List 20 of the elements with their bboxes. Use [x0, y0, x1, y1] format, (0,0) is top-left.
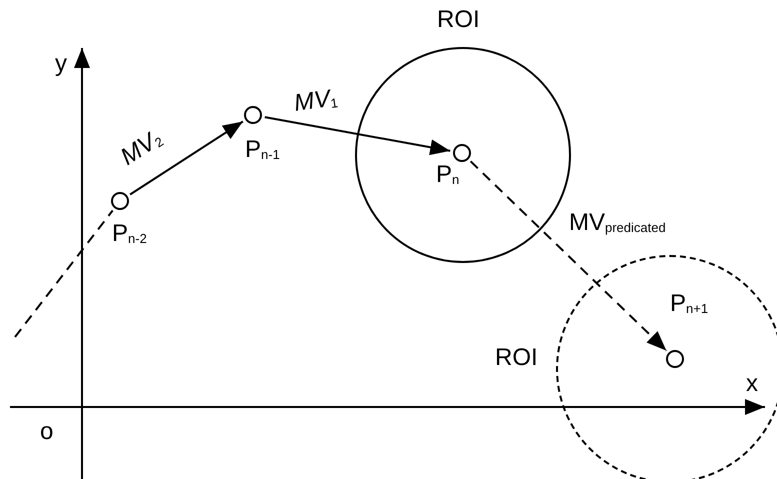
region-circle: [556, 255, 777, 479]
arrow: [470, 160, 668, 352]
axis-label: x: [746, 372, 758, 396]
line: [14, 210, 114, 338]
point-circle: [111, 192, 129, 210]
region-circle: [355, 47, 571, 263]
point-circle: [453, 144, 471, 162]
point-label: P$_{n}$: [436, 163, 460, 187]
arrow: [130, 120, 244, 196]
arrow: [264, 116, 450, 156]
region-label: ROI: [495, 346, 538, 370]
point-label: P$_{n-1}$: [245, 138, 280, 162]
point-circle: [244, 106, 262, 124]
point-label: P$_{n+1}$: [670, 292, 708, 316]
axis-label: o: [40, 420, 54, 444]
axis-label: y: [55, 52, 67, 76]
point-circle: [666, 350, 684, 368]
region-label: ROI: [437, 8, 480, 32]
edge-label: MV$_{predicated}$: [569, 211, 666, 235]
point-label: P$_{n-2}$: [112, 222, 147, 246]
